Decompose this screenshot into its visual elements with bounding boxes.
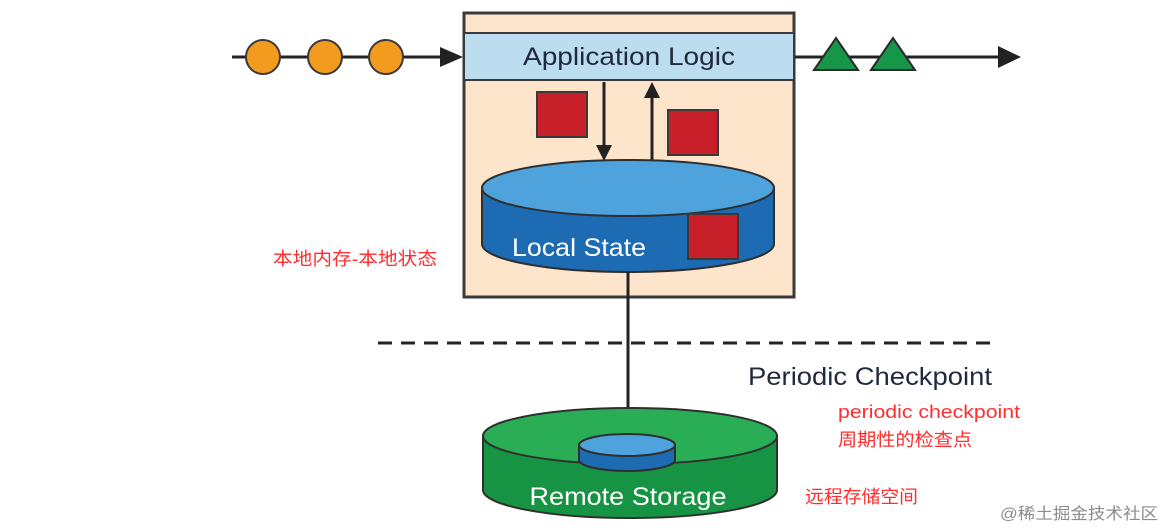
application-logic-bar	[463, 32, 795, 81]
annotation-remote-storage-zh: 远程存储空间	[805, 487, 918, 507]
remote-storage-cylinder: Remote Storage	[482, 407, 778, 519]
local-state-cylinder-top	[481, 159, 775, 217]
input-event-circle	[245, 39, 281, 75]
local-state-label: Local State	[512, 234, 646, 262]
watermark-text: @稀土掘金技术社区	[1000, 505, 1158, 523]
local-state-cylinder: Local State	[481, 159, 775, 273]
output-stream	[795, 36, 1021, 71]
input-event-circle	[368, 39, 404, 75]
annotation-periodic-checkpoint-zh: 周期性的检查点	[838, 430, 972, 450]
state-read-arrowhead	[644, 82, 660, 98]
periodic-checkpoint-label: Periodic Checkpoint	[748, 363, 992, 391]
state-item-square	[667, 109, 719, 156]
state-item-square	[687, 213, 739, 260]
application-logic-label: Application Logic	[523, 43, 735, 71]
output-stream-arrowhead	[998, 46, 1021, 68]
remote-storage-label: Remote Storage	[530, 483, 727, 511]
snapshot-cylinder-top	[578, 433, 676, 457]
annotation-local-memory-state: 本地内存-本地状态	[273, 249, 437, 269]
state-item-square	[536, 91, 588, 138]
checkpoint-snapshot-cylinder	[578, 433, 676, 472]
output-event-triangle	[812, 36, 860, 71]
output-event-triangle	[869, 36, 917, 71]
input-stream-arrowhead	[440, 47, 463, 67]
input-stream	[232, 39, 463, 75]
input-event-circle	[307, 39, 343, 75]
state-write-arrowhead	[596, 145, 612, 161]
state-access-arrows	[596, 82, 660, 161]
annotation-periodic-checkpoint-en: periodic checkpoint	[838, 402, 1020, 422]
